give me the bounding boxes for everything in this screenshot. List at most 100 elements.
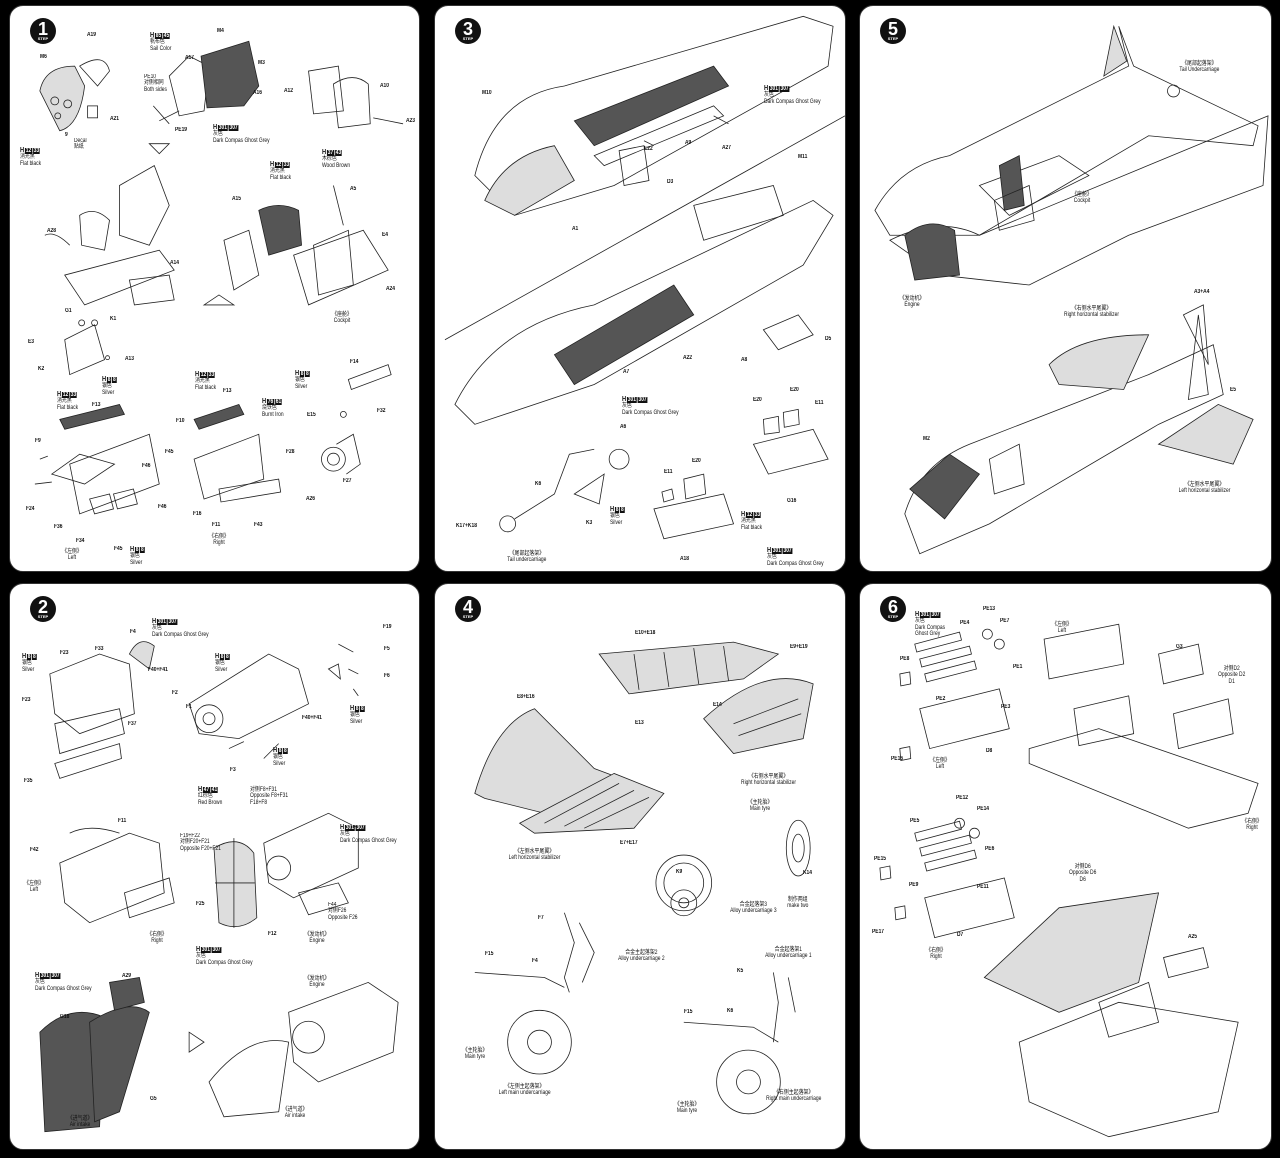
step-1-drawing xyxy=(34,40,404,515)
part-label: F19 xyxy=(383,624,392,630)
part-label: K5 xyxy=(737,968,744,974)
part-label: F12 xyxy=(268,931,277,937)
subassembly-title: 《左侧》Left xyxy=(930,758,950,771)
part-label: D5 xyxy=(825,336,832,342)
part-label: K3 xyxy=(586,520,593,526)
part-label: F23 xyxy=(22,697,31,703)
part-label: A1 xyxy=(572,226,579,232)
subassembly-title: 《右侧主起落架》Right main undercarriage xyxy=(766,1090,822,1103)
part-label: F35 xyxy=(24,778,33,784)
subassembly-title: 《左侧》Left xyxy=(62,549,82,562)
part-label: PE13 xyxy=(983,606,996,612)
part-label: A13 xyxy=(125,356,135,362)
part-label: F45 xyxy=(114,546,123,552)
part-label: PE19 xyxy=(175,127,188,133)
part-label: A8 xyxy=(741,357,748,363)
subassembly-title: 《尾部起落架》Tail Undercarriage xyxy=(1179,61,1220,74)
part-label: D8 xyxy=(986,748,993,754)
part-label: E7+E17 xyxy=(620,840,638,846)
part-label: F1 xyxy=(186,704,192,710)
part-label: F16 xyxy=(193,511,202,517)
part-label: E3 xyxy=(28,339,35,345)
part-label: 9 xyxy=(65,132,68,138)
part-label: F13 xyxy=(92,402,101,408)
part-label: F4 xyxy=(532,958,538,964)
step-word: STEP xyxy=(462,614,474,619)
part-label: E22 xyxy=(644,146,653,152)
part-label: PE7 xyxy=(1000,618,1010,624)
part-label: A26 xyxy=(306,496,316,502)
part-label: F28 xyxy=(286,449,295,455)
part-label: A25 xyxy=(1188,934,1198,940)
part-label: E5 xyxy=(1230,387,1237,393)
part-label: PE3 xyxy=(1001,704,1011,710)
part-label: F7 xyxy=(538,915,544,921)
part-label: K17+K18 xyxy=(456,523,477,529)
part-label: F2 xyxy=(172,690,178,696)
part-label: A22 xyxy=(683,355,693,361)
part-label: F46 xyxy=(158,504,167,510)
part-label: A6 xyxy=(620,424,627,430)
subassembly-title: 《右侧》Right xyxy=(926,948,946,961)
step-word: STEP xyxy=(887,36,899,41)
subassembly-title: 《右侧水平尾翼》Right horizontal stabilizer xyxy=(741,774,796,787)
step-number: 3 xyxy=(462,19,473,39)
part-label: PE4 xyxy=(960,620,970,626)
part-label: M10 xyxy=(482,90,492,96)
part-label: A3+A4 xyxy=(1194,289,1210,295)
part-label: F15 xyxy=(485,951,494,957)
part-label: G16 xyxy=(787,498,797,504)
part-label: F15 xyxy=(684,1009,693,1015)
part-label: D3 xyxy=(667,179,674,185)
part-label: F3 xyxy=(230,767,236,773)
step-word: STEP xyxy=(462,36,474,41)
part-label: F14 xyxy=(350,359,359,365)
part-label: F33 xyxy=(95,646,104,652)
subassembly-title: 《座舱》Cockpit xyxy=(332,312,352,325)
subassembly-title: 《发动机》Engine xyxy=(304,932,330,945)
subassembly-title: 《进气道》Air intake xyxy=(282,1107,308,1120)
part-label: PE9 xyxy=(909,882,919,888)
part-label: F45 xyxy=(165,449,174,455)
step-number: 1 xyxy=(37,19,48,39)
part-label: F40+F41 xyxy=(148,667,168,673)
part-label: A24 xyxy=(386,286,396,292)
part-label: E10+E18 xyxy=(635,630,656,636)
part-label: A28 xyxy=(47,228,57,234)
part-label: PE5 xyxy=(910,818,920,824)
step-number: 4 xyxy=(462,597,473,617)
part-label: A18 xyxy=(680,556,690,562)
step-6-drawing xyxy=(879,623,1259,1138)
part-label: PE15 xyxy=(874,856,887,862)
part-label: F11 xyxy=(212,522,221,528)
part-label: E20 xyxy=(753,397,762,403)
part-label: F27 xyxy=(343,478,352,484)
part-label: A9 xyxy=(685,140,692,146)
part-label: PE16 xyxy=(891,756,904,762)
